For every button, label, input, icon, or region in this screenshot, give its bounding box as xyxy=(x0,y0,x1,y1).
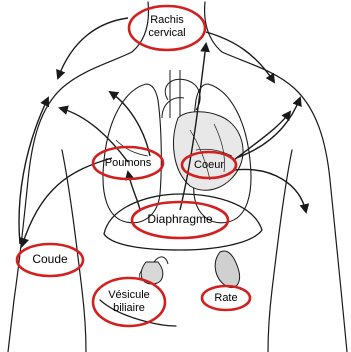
arrow-poumons-up xyxy=(60,108,128,162)
arrow-coeur-right xyxy=(236,98,300,158)
arrow-coeur-up xyxy=(234,112,290,160)
torso-outline xyxy=(8,2,347,352)
label-poumons: Poumons xyxy=(96,157,160,170)
arrow-to-rachis-right xyxy=(206,32,274,82)
spleen xyxy=(215,251,239,288)
label-rachis-line2: cervical xyxy=(137,27,197,40)
arrow-coeur-down xyxy=(234,169,306,212)
label-vesicule-line1: Vésicule xyxy=(98,289,160,302)
label-rachis-cervical: Rachis cervical xyxy=(137,14,197,40)
label-diaphragme: Diaphragme xyxy=(136,213,224,226)
label-coude: Coude xyxy=(22,253,78,266)
label-vesicule-line2: biliaire xyxy=(98,302,160,315)
label-rate: Rate xyxy=(206,292,246,305)
label-vesicule-biliaire: Vésicule biliaire xyxy=(98,289,160,315)
label-rachis-line1: Rachis xyxy=(137,14,197,27)
label-coeur: Coeur xyxy=(186,159,232,172)
